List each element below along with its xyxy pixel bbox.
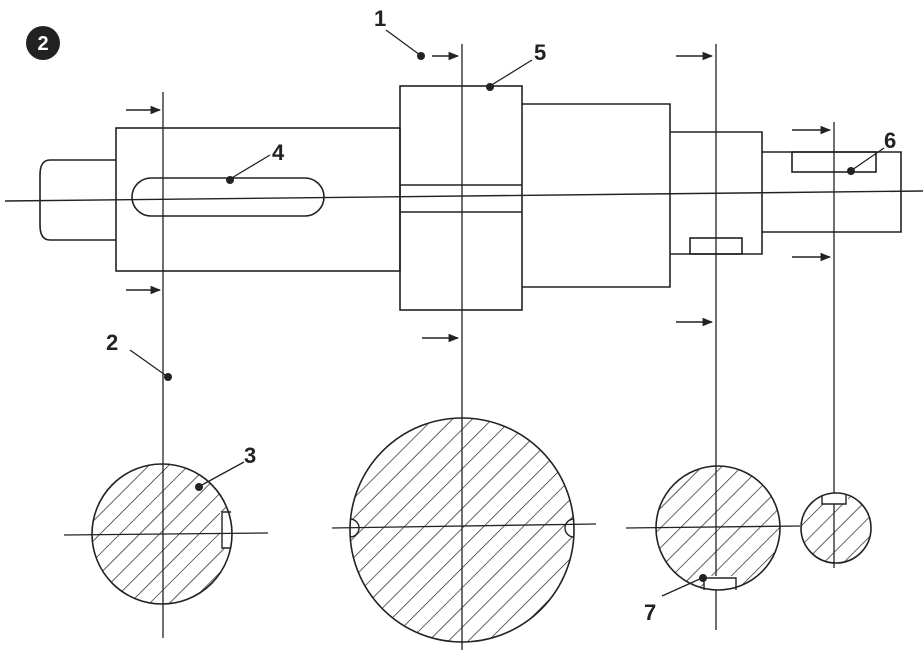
shaft-side-view xyxy=(39,85,902,311)
callout-3-label: 3 xyxy=(244,443,256,468)
center-line xyxy=(4,190,923,202)
callout-1-label: 1 xyxy=(374,6,386,31)
shaft-section-middle xyxy=(522,103,671,288)
keyway-slot-side xyxy=(131,177,325,217)
callouts xyxy=(129,29,885,597)
figure-badge: 2 xyxy=(26,26,60,60)
figure-badge-label: 2 xyxy=(37,33,48,55)
cross-section-a xyxy=(63,463,269,605)
cross-section-c xyxy=(625,465,801,591)
cross-section-b xyxy=(331,417,597,643)
cross-section-d xyxy=(800,492,872,564)
callout-2-label: 2 xyxy=(106,330,118,355)
callout-dots xyxy=(164,52,855,582)
shaft-collar xyxy=(399,85,523,311)
section-arrows xyxy=(126,51,832,343)
callout-7-label: 7 xyxy=(644,600,656,625)
callout-6-label: 6 xyxy=(884,128,896,153)
callout-5-label: 5 xyxy=(534,40,546,65)
callout-4-label: 4 xyxy=(272,140,285,165)
